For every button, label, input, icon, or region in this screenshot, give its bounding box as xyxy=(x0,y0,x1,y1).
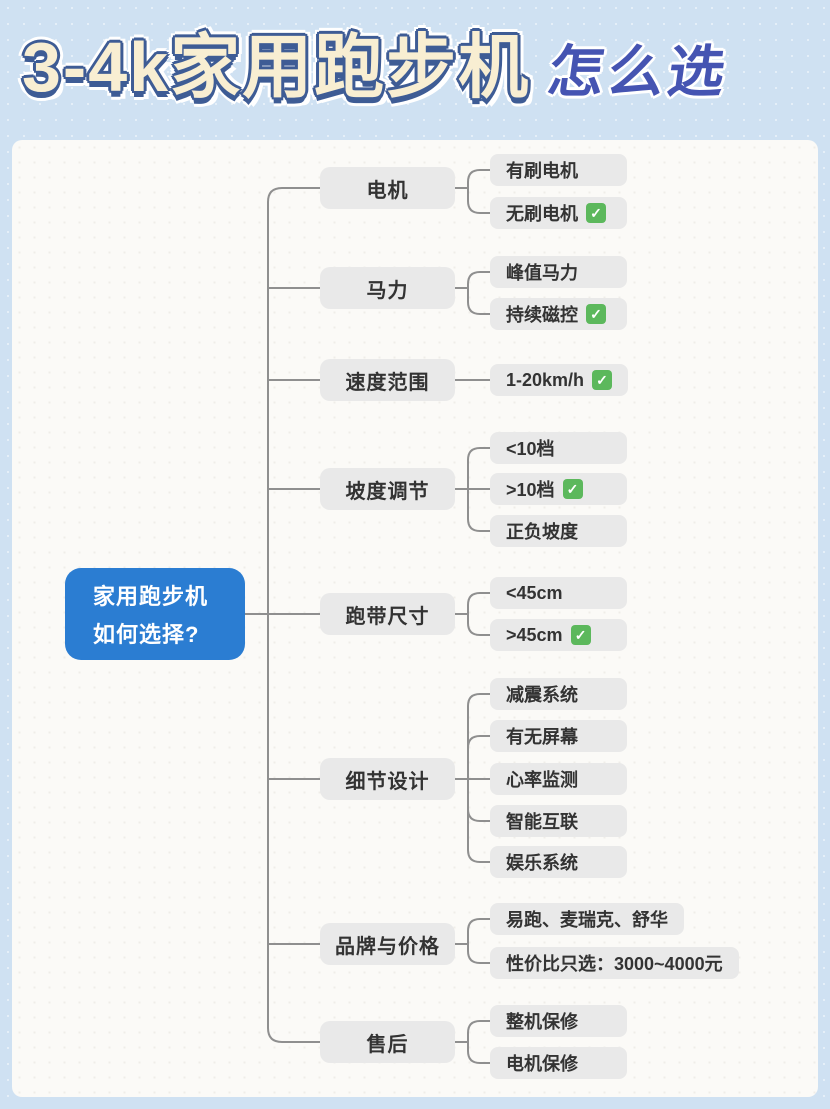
leaf-label: 易跑、麦瑞克、舒华 xyxy=(506,910,668,930)
branch-label: 马力 xyxy=(366,279,409,302)
leaf-label: 减震系统 xyxy=(506,685,578,705)
checkmark-icon: ✓ xyxy=(570,625,591,645)
leaf-node: 性价比只选：3000~4000元 xyxy=(490,947,739,979)
branch-node: 售后 xyxy=(320,1021,455,1063)
branch-label: 跑带尺寸 xyxy=(345,605,430,628)
leaf-node: 电机保修 xyxy=(490,1047,627,1079)
leaf-label: <45cm xyxy=(506,582,563,603)
leaf-label: 持续磁控 xyxy=(506,305,578,325)
branch-label: 速度范围 xyxy=(345,371,430,394)
root-node: 家用跑步机 如何选择? xyxy=(65,568,245,660)
leaf-label: 无刷电机 xyxy=(506,204,578,224)
connector-path xyxy=(244,169,493,1064)
leaf-label: 峰值马力 xyxy=(506,263,578,283)
leaf-label: 智能互联 xyxy=(506,812,578,832)
leaf-label: >45cm xyxy=(506,624,563,645)
title-main-text: 3-4k家用跑步机 xyxy=(22,28,531,106)
leaf-node: >45cm ✓ xyxy=(490,619,627,651)
leaf-node: 无刷电机 ✓ xyxy=(490,197,627,229)
leaf-label: >10档 xyxy=(506,480,555,500)
root-label-line1: 家用跑步机 xyxy=(93,584,209,609)
checkmark-icon: ✓ xyxy=(562,479,583,499)
leaf-label: 电机保修 xyxy=(506,1054,578,1074)
leaf-node: 正负坡度 xyxy=(490,515,627,547)
branch-node: 细节设计 xyxy=(320,758,455,800)
leaf-node: 娱乐系统 xyxy=(490,846,627,878)
leaf-label: 心率监测 xyxy=(506,770,578,790)
checkmark-icon: ✓ xyxy=(586,304,606,324)
branch-label: 细节设计 xyxy=(345,770,430,793)
branch-label: 品牌与价格 xyxy=(335,935,440,958)
leaf-node: 心率监测 xyxy=(490,763,627,795)
leaf-label: <10档 xyxy=(506,439,555,459)
leaf-node: 有无屏幕 xyxy=(490,720,627,752)
leaf-label: 有无屏幕 xyxy=(506,727,578,747)
branch-label: 电机 xyxy=(366,179,409,202)
leaf-label: 性价比只选：3000~4000元 xyxy=(506,954,723,974)
checkmark-icon: ✓ xyxy=(586,203,606,223)
branch-node: 速度范围 xyxy=(320,359,455,401)
leaf-node: >10档 ✓ xyxy=(490,473,627,505)
branch-node: 马力 xyxy=(320,267,455,309)
leaf-node: 持续磁控 ✓ xyxy=(490,298,627,330)
leaf-label: 正负坡度 xyxy=(506,522,578,542)
branch-node: 跑带尺寸 xyxy=(320,593,455,635)
leaf-label: 有刷电机 xyxy=(506,161,578,181)
leaf-node: <10档 xyxy=(490,432,627,464)
leaf-label: 整机保修 xyxy=(506,1012,578,1032)
leaf-node: 智能互联 xyxy=(490,805,627,837)
branch-label: 坡度调节 xyxy=(345,480,430,503)
page-title: 3-4k家用跑步机 怎么选 xyxy=(22,22,733,113)
branch-node: 品牌与价格 xyxy=(320,923,455,965)
leaf-label: 娱乐系统 xyxy=(506,853,578,873)
leaf-node: 有刷电机 xyxy=(490,154,627,186)
checkmark-icon: ✓ xyxy=(592,370,613,390)
leaf-node: 1-20km/h ✓ xyxy=(490,364,629,396)
title-suffix-text: 怎么选 xyxy=(544,40,734,103)
leaf-node: 减震系统 xyxy=(490,678,627,710)
branch-node: 坡度调节 xyxy=(320,468,455,510)
leaf-node: 峰值马力 xyxy=(490,256,627,288)
leaf-label: 1-20km/h xyxy=(506,369,585,390)
leaf-node: 整机保修 xyxy=(490,1005,627,1037)
leaf-node: 易跑、麦瑞克、舒华 xyxy=(490,903,684,935)
branch-node: 电机 xyxy=(320,167,455,209)
leaf-node: <45cm xyxy=(490,577,627,609)
branch-label: 售后 xyxy=(366,1033,409,1056)
root-label-line2: 如何选择? xyxy=(93,622,200,647)
